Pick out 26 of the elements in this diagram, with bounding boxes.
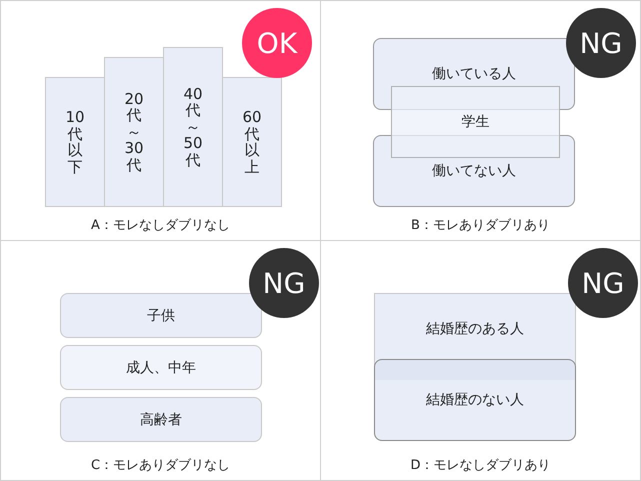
category-box: [374, 293, 576, 365]
box-label: 結婚歴のある人: [426, 320, 524, 338]
ng-badge: NG: [249, 248, 319, 318]
box-label: 結婚歴のない人: [426, 391, 524, 409]
age-column: 20代～30代: [104, 57, 164, 207]
category-box: [60, 345, 262, 390]
panel-caption: B：モレありダブリあり: [410, 217, 551, 234]
overlap-box: [391, 86, 560, 158]
panel-caption: C：モレありダブリなし: [90, 457, 232, 474]
age-column: 10代以下: [45, 77, 105, 207]
panel-caption: A：モレなしダブリなし: [90, 217, 231, 234]
category-box: [374, 359, 576, 441]
box-label: 働いている人: [432, 65, 516, 83]
box-label: 高齢者: [140, 410, 182, 428]
panel-caption: D：モレなしダブリあり: [409, 457, 552, 474]
category-box: [60, 397, 262, 442]
box-label: 働いてない人: [432, 162, 516, 180]
box-label: 子供: [147, 306, 175, 324]
ng-badge: NG: [568, 248, 638, 318]
age-column: 60代以上: [222, 77, 282, 207]
ng-badge: NG: [566, 8, 636, 78]
box-label: 学生: [462, 113, 490, 131]
ok-badge: OK: [242, 8, 312, 78]
category-box: [60, 293, 262, 338]
box-label: 成人、中年: [126, 358, 196, 376]
age-column: 40代～50代: [163, 47, 223, 207]
